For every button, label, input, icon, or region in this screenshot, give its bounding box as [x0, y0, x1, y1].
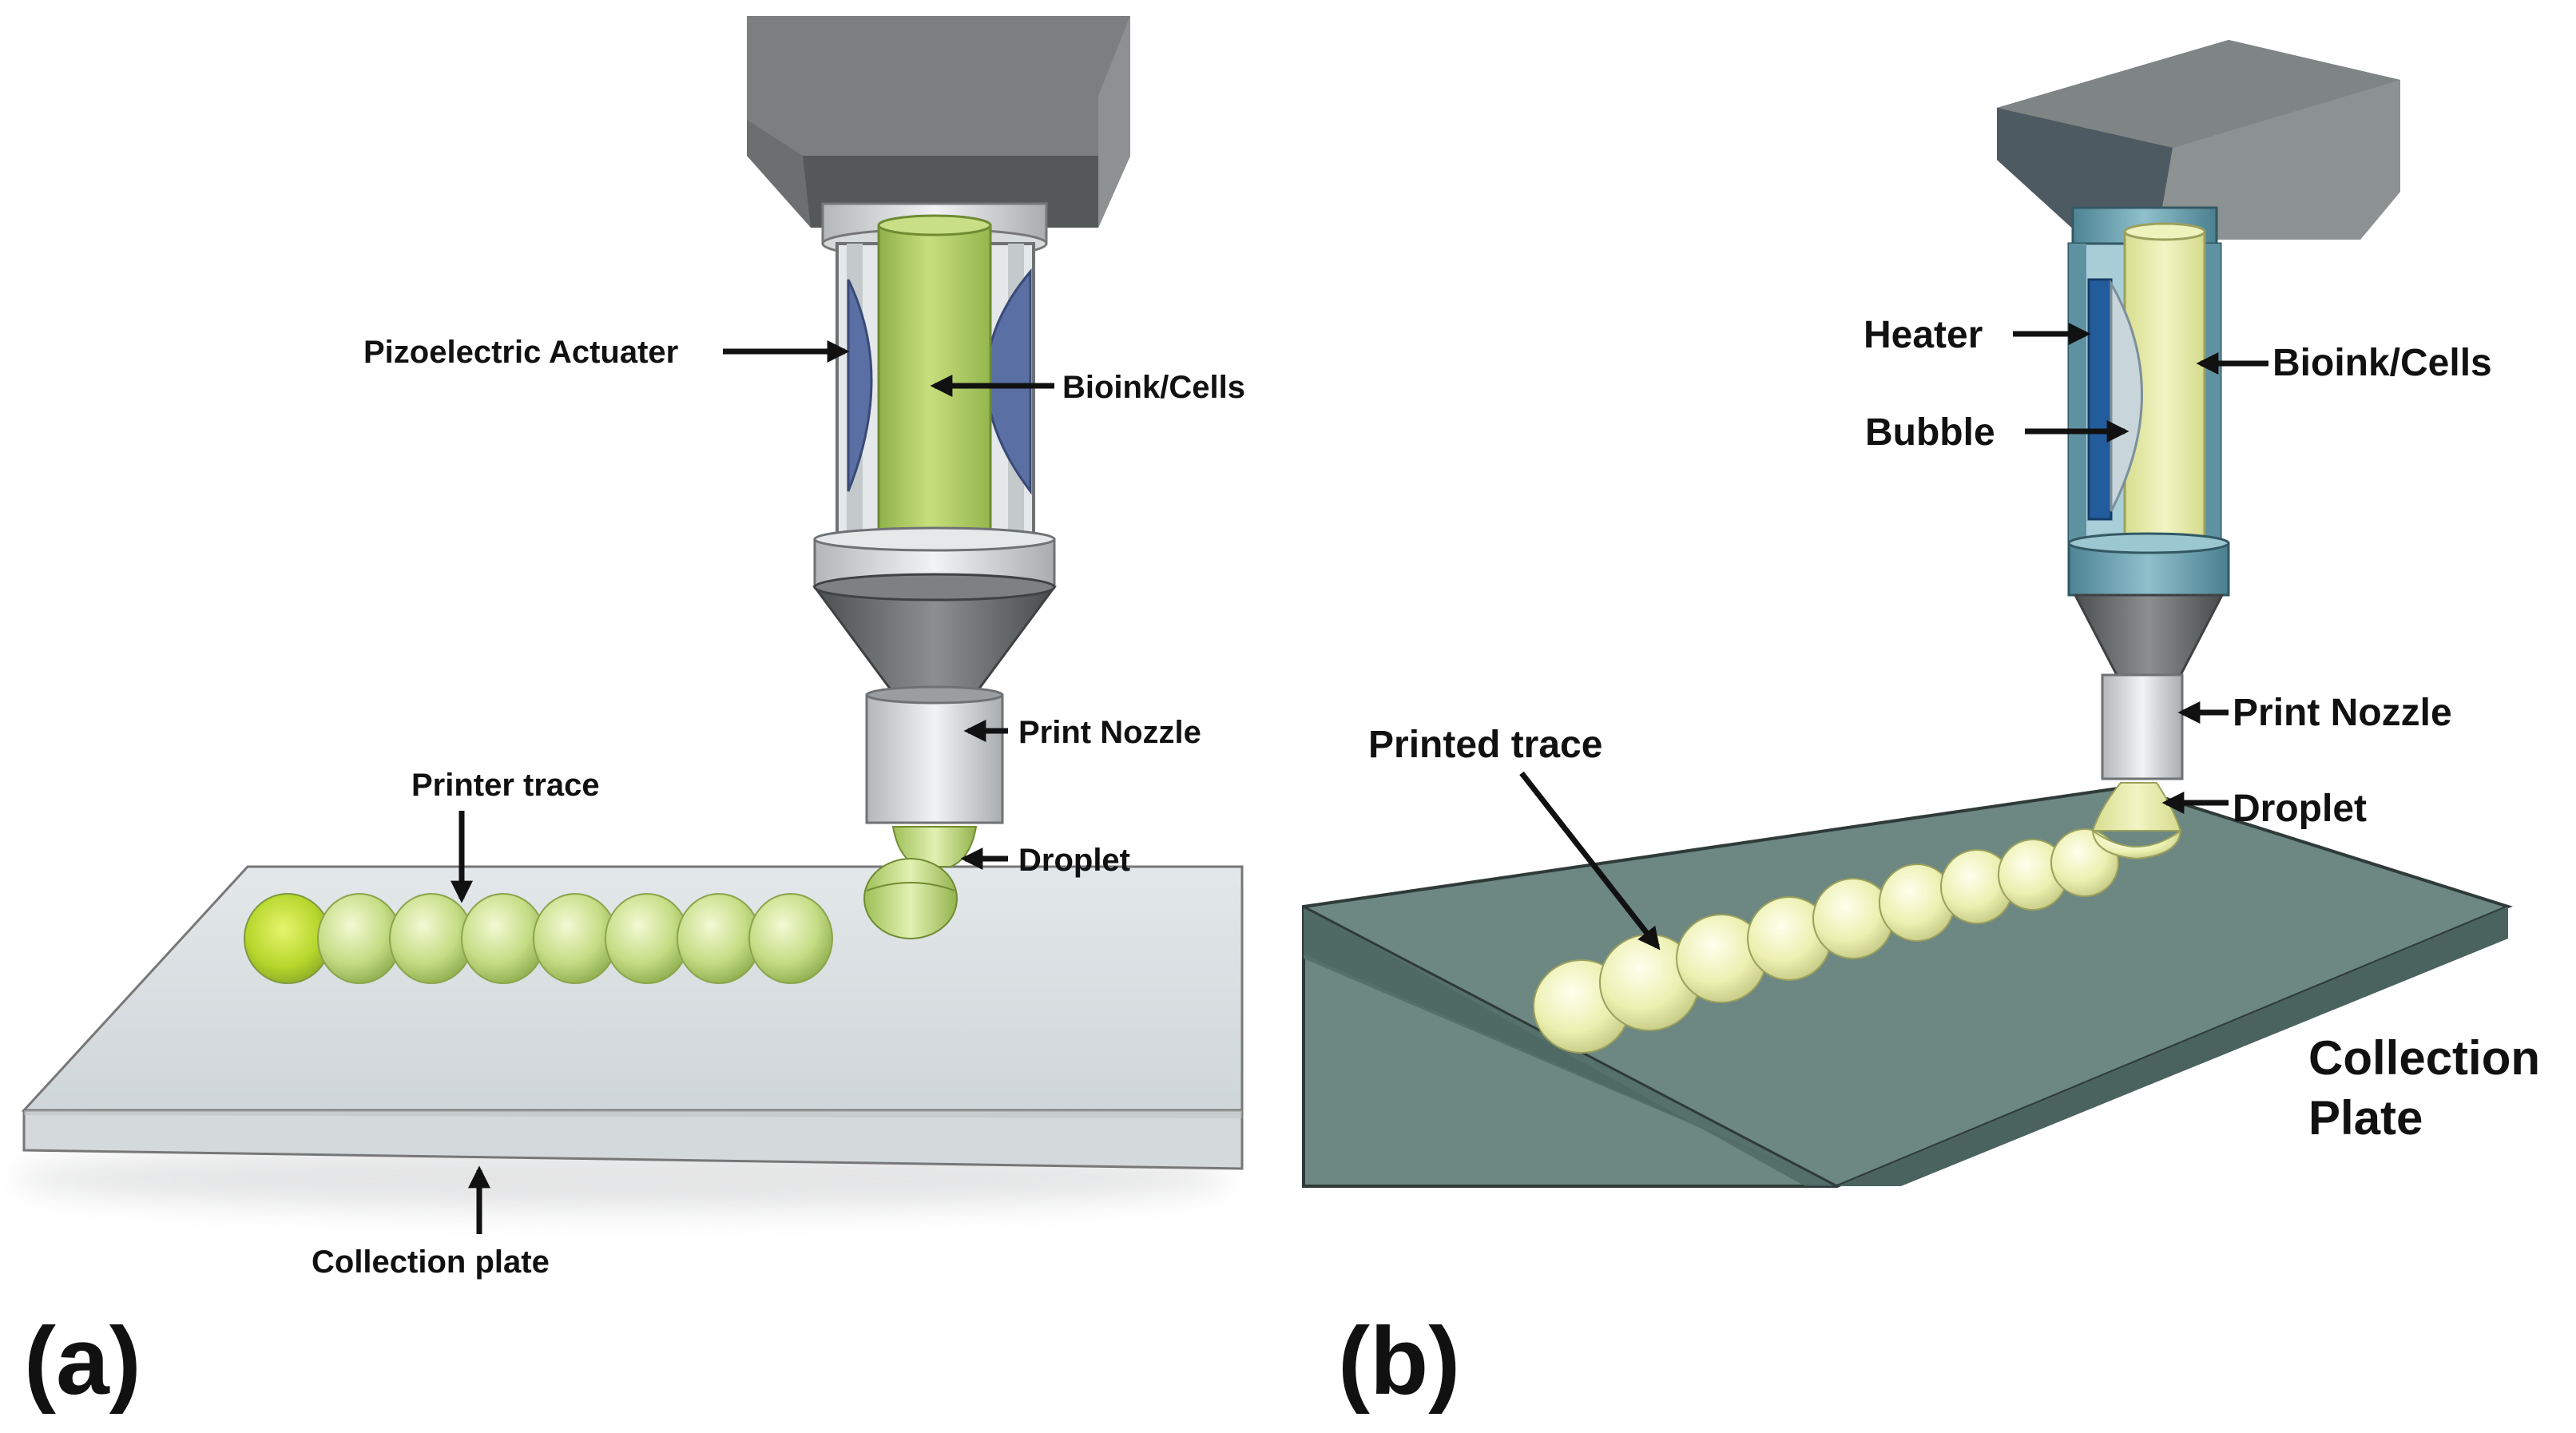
trace-bead: [533, 893, 617, 984]
droplet-b: [2091, 782, 2182, 860]
bubble-label-text: Bubble: [1865, 411, 1995, 454]
trace-label-text-b: Printed trace: [1368, 724, 1602, 766]
actuator-label-text: Pizoelectric Actuater: [363, 335, 678, 370]
trace-bead: [677, 893, 761, 984]
label-actuator-a: Pizoelectric Actuater: [363, 335, 850, 370]
print-nozzle-a: [865, 685, 1004, 824]
nozzle-label-text-a: Print Nozzle: [1018, 715, 1201, 750]
panel-a: Pizoelectric Actuater Bioink/Cells Print…: [16, 16, 1245, 1415]
label-bubble-b: Bubble: [1865, 411, 2129, 454]
label-bioink-b: Bioink/Cells: [2196, 342, 2492, 384]
panel-a-tag: (a): [24, 1308, 141, 1415]
label-nozzle-b: Print Nozzle: [2177, 692, 2452, 734]
trace-bead: [605, 893, 689, 984]
printer-trace-a: [244, 893, 833, 984]
label-heater-b: Heater: [1864, 314, 2091, 356]
label-droplet-a: Droplet: [960, 843, 1130, 878]
printhead-block-a: [747, 16, 1130, 228]
trace-bead: [748, 893, 833, 984]
label-droplet-b: Droplet: [2161, 788, 2367, 830]
plate-label-line2-b: Plate: [2308, 1091, 2423, 1145]
label-trace-b: Printed trace: [1368, 724, 1661, 951]
plate-label-line1-b: Collection: [2308, 1031, 2540, 1085]
label-plate-b: Collection Plate: [2308, 1031, 2540, 1145]
label-trace-a: Printer trace: [411, 768, 600, 903]
panel-b: Heater Bubble Bioink/Cells Print Nozzle …: [1302, 40, 2540, 1415]
label-bioink-a: Bioink/Cells: [930, 370, 1245, 405]
lower-collar-b: [2067, 532, 2230, 597]
heater-label-text: Heater: [1864, 314, 1983, 356]
trace-bead: [317, 893, 402, 984]
droplet-a: [863, 826, 978, 939]
bioink-column-a: [877, 214, 992, 542]
label-nozzle-a: Print Nozzle: [963, 715, 1201, 750]
plate-label-text-a: Collection plate: [312, 1244, 550, 1280]
print-nozzle-b: [2101, 673, 2184, 780]
trace-bead: [461, 893, 546, 984]
printhead-block-b: [1997, 40, 2400, 240]
bubble-b: [2110, 279, 2143, 512]
pizoelectric-actuator-left: [847, 279, 873, 492]
trace-label-text-a: Printer trace: [411, 768, 600, 803]
nozzle-cone-b: [2073, 593, 2225, 677]
bioink-label-text-a: Bioink/Cells: [1062, 370, 1245, 405]
panel-b-tag: (b): [1338, 1308, 1460, 1415]
bioink-label-text-b: Bioink/Cells: [2272, 342, 2492, 384]
droplet-label-text-a: Droplet: [1018, 843, 1130, 878]
nozzle-label-text-b: Print Nozzle: [2233, 692, 2452, 734]
heater-b: [2087, 278, 2113, 521]
trace-bead: [389, 893, 474, 984]
nozzle-cone-a: [812, 573, 1057, 697]
printed-trace-b: [1533, 828, 2119, 1054]
droplet-label-text-b: Droplet: [2233, 788, 2367, 830]
label-plate-a: Collection plate: [312, 1165, 550, 1280]
